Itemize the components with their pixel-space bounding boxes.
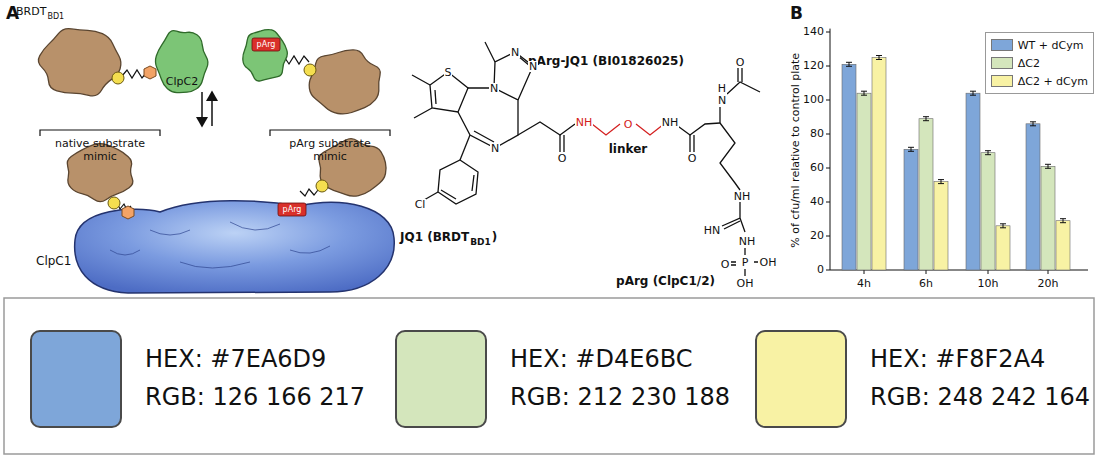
legend-row: ΔC2 [991, 54, 1088, 72]
protein-name: ClpC2 [166, 76, 198, 89]
legend-text: WT + dCym [1018, 39, 1084, 52]
legend-row: ΔC2 + dCym [991, 72, 1088, 90]
category-label: 10h [978, 278, 999, 291]
bar [966, 93, 980, 270]
panel-letter: B [790, 4, 803, 24]
bar [996, 226, 1010, 270]
legend-row: WT + dCym [991, 36, 1088, 54]
bar [981, 153, 995, 270]
atom-label: S [444, 67, 453, 78]
atom-label: P [741, 257, 750, 268]
bar [842, 64, 856, 270]
legend-swatch [991, 75, 1013, 87]
error-bar [846, 62, 852, 66]
hex-value: HEX: #D4E6BC [510, 346, 692, 374]
error-bar [876, 56, 882, 60]
atom-label: OH [759, 257, 778, 268]
bar [1041, 166, 1055, 270]
subscript: BD1 [470, 237, 491, 247]
hex-value: HEX: #F8F2A4 [870, 346, 1045, 374]
bar [919, 119, 933, 270]
atom-label: O [687, 153, 698, 164]
atom-label: O [623, 119, 634, 130]
bar [904, 149, 918, 270]
category-label: 20h [1038, 278, 1059, 291]
color-swatch [30, 330, 122, 428]
bar [857, 93, 871, 270]
error-bar [970, 91, 976, 95]
error-bar [1000, 224, 1006, 228]
compound-part: ) [492, 231, 497, 245]
tick-label: 40 [810, 196, 824, 209]
brdt-protein [309, 50, 380, 114]
bracket-label: pArg substrate mimic [275, 138, 385, 163]
bar [1056, 221, 1070, 270]
atom-label: OH [736, 278, 755, 289]
error-bar [985, 151, 991, 155]
atom-label: H [717, 83, 727, 94]
atom-label: O [557, 153, 568, 164]
color-swatch [755, 330, 847, 428]
atom-label: NH [575, 117, 594, 128]
error-bar [1045, 164, 1051, 168]
atom-label: N [490, 143, 500, 154]
clpc1-protein [75, 201, 395, 293]
tick-label: 20 [810, 230, 824, 243]
subscript: BD1 [47, 12, 64, 21]
atom-label: HN [703, 225, 722, 236]
tag-label: pArg [283, 205, 302, 214]
atom-label: N [717, 95, 727, 106]
rgb-value: RGB: 212 230 188 [510, 384, 730, 412]
error-bar [861, 91, 867, 95]
swatch-panel [4, 298, 1094, 454]
rgb-value: RGB: 126 166 217 [145, 384, 365, 412]
atom-label: O [735, 57, 746, 68]
atom-label: O [720, 259, 731, 270]
tick-label: 80 [810, 128, 824, 141]
compound-part: pArg (ClpC1/2) [616, 275, 715, 289]
rgb-value: RGB: 248 242 164 [870, 384, 1090, 412]
tick-label: 0 [817, 264, 824, 277]
clpc2-protein [155, 31, 207, 93]
bracket-label: native substrate mimic [45, 138, 155, 163]
atom-label: N [510, 47, 520, 58]
bar [934, 182, 948, 270]
linker-label: linker [609, 143, 647, 157]
error-bar [1060, 219, 1066, 223]
compound-part: JQ1 (BRDT [400, 231, 469, 245]
atom-label: NH [733, 191, 752, 202]
brdt-protein [38, 29, 120, 96]
error-bar [1030, 122, 1036, 126]
error-bar [938, 180, 944, 184]
color-swatch [395, 330, 487, 428]
compound-name: pArg-JQ1 (BI01826025) [528, 55, 684, 69]
atom-label: N [528, 61, 538, 72]
atom-label: NH [738, 236, 757, 247]
tick-label: 140 [803, 26, 824, 39]
category-label: 4h [857, 278, 871, 291]
category-label: 6h [919, 278, 933, 291]
tick-label: 60 [810, 162, 824, 175]
tag-label: pArg [257, 40, 276, 49]
atom-label: N [489, 83, 499, 94]
tick-label: 120 [803, 60, 824, 73]
error-bar [923, 117, 929, 121]
protein-name: BRDT [16, 6, 46, 19]
protein-name: ClpC1 [36, 255, 71, 269]
legend-swatch [991, 39, 1013, 51]
legend-text: ΔC2 [1018, 57, 1040, 70]
tick-label: 100 [803, 94, 824, 107]
atom-label: NH [661, 117, 680, 128]
legend-swatch [991, 57, 1013, 69]
atom-label: Cl [414, 199, 427, 210]
clpc2-protein [243, 30, 288, 81]
bar [1026, 124, 1040, 270]
legend-box: WT + dCymΔC2ΔC2 + dCym [985, 32, 1094, 94]
error-bar [908, 147, 914, 151]
bar [872, 58, 886, 271]
hex-value: HEX: #7EA6D9 [145, 346, 326, 374]
axis-title: % of cfu/ml relative to control plate [790, 53, 803, 248]
legend-text: ΔC2 + dCym [1018, 75, 1088, 88]
